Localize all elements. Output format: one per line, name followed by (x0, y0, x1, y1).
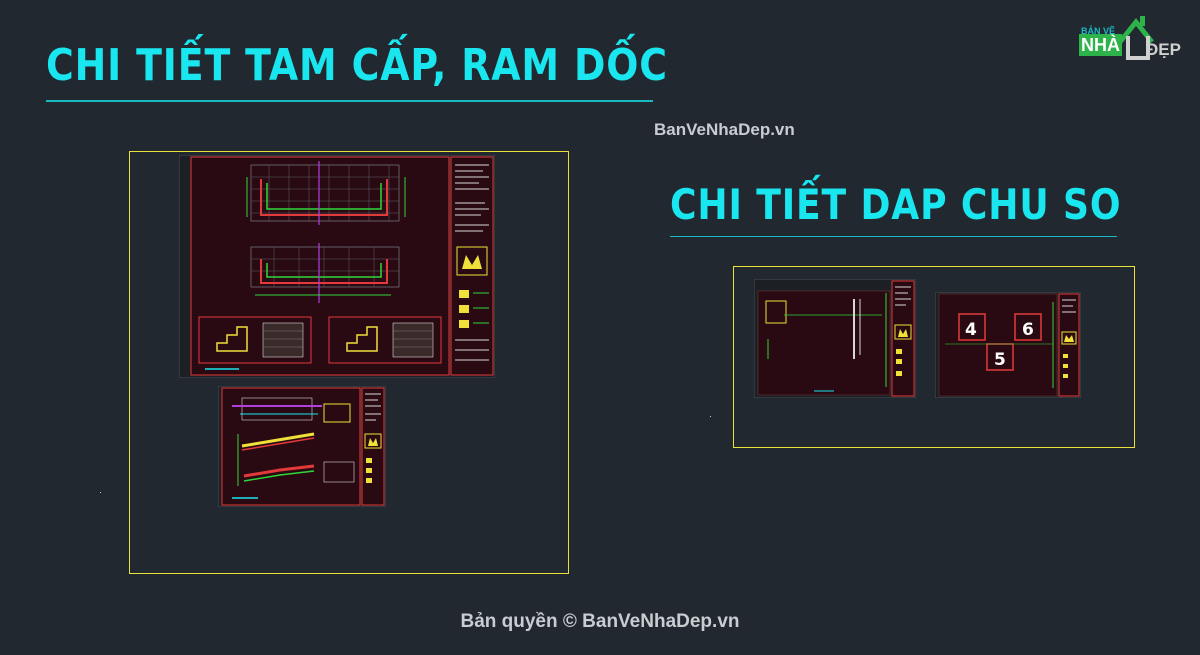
logo-line3: ĐẸP (1146, 40, 1181, 59)
cad-sheet-numbers-detail[interactable]: 4 6 5 (935, 292, 1081, 398)
number-label-5: 5 (994, 350, 1006, 370)
copyright-footer: Bản quyền © BanVeNhaDep.vn (460, 611, 740, 632)
drawing-frame-ramps[interactable] (129, 151, 569, 574)
stray-dot (710, 416, 711, 417)
title-ramps: CHI TIẾT TAM CẤP, RAM DỐC (46, 40, 668, 91)
house-logo-icon (1118, 16, 1154, 60)
title-ramps-underline (46, 100, 653, 102)
drawing-frame-numbers[interactable] (733, 266, 1135, 448)
cad-sheet-ramps-main[interactable] (179, 155, 495, 378)
logo-line1: BẢN VẼ (1081, 26, 1116, 36)
number-label-4: 4 (965, 320, 977, 340)
logo-line2: NHÀ (1079, 34, 1122, 56)
cad-sheet-numbers-plan[interactable] (754, 279, 916, 398)
stray-dot (100, 492, 101, 493)
title-numbers: CHI TIẾT DAP CHU SO (670, 180, 1122, 229)
cad-sheet-ramps-detail[interactable] (218, 386, 386, 507)
number-label-6: 6 (1022, 320, 1034, 340)
title-numbers-underline (670, 236, 1117, 237)
watermark-site: BanVeNhaDep.vn (654, 120, 795, 139)
